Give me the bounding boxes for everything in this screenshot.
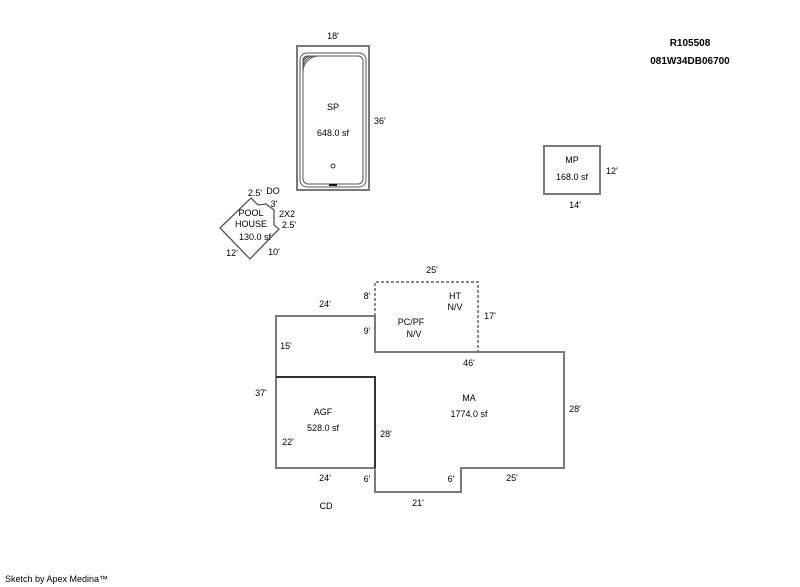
- ht-dim-top: 25': [426, 265, 438, 275]
- pool-drain-icon: [330, 163, 336, 169]
- ht-outline: [374, 281, 479, 352]
- mp-area-value: 168.0 sf: [556, 172, 589, 182]
- ma-dim-right: 28': [569, 404, 581, 414]
- sp-outline: [296, 45, 370, 191]
- pool-house-label-1: POOL: [238, 208, 263, 218]
- sp-label: SP: [327, 102, 339, 112]
- pool-house-label-2: HOUSE: [235, 219, 267, 229]
- agf-dim-left: 22': [282, 437, 294, 447]
- mp-dim-right: 12': [606, 166, 618, 176]
- agf-area-value: 528.0 sf: [307, 423, 340, 433]
- sp-area-value: 648.0 sf: [317, 128, 350, 138]
- cd-label: CD: [320, 501, 333, 511]
- mp-dim-bottom: 14': [569, 200, 581, 210]
- ma-label: MA: [462, 393, 476, 403]
- ht-dim-left: 8': [364, 291, 371, 301]
- agf-label: AGF: [314, 407, 333, 417]
- sp-dim-right: 36': [374, 116, 386, 126]
- pool-house-dim-bottom-right: 10': [268, 247, 280, 257]
- pc-pf-value: N/V: [406, 329, 421, 339]
- ma-dim-left-step: 6': [364, 474, 371, 484]
- ma-dim-step: 6': [448, 474, 455, 484]
- pool-house-dim-notch: 2X2: [279, 209, 295, 219]
- ma-dim-bottom-right: 25': [506, 473, 518, 483]
- ma-area-value: 1774.0 sf: [450, 409, 488, 419]
- pc-pf-label: PC/PF: [398, 317, 425, 327]
- pc-pf-dim-left: 9': [364, 326, 371, 336]
- main-outline: [275, 315, 565, 493]
- pool-house-dim-top-left: 2.5': [248, 188, 263, 198]
- pool-house-outline: [219, 197, 280, 260]
- ht-value: N/V: [447, 302, 462, 312]
- pool-steps-icon: [302, 55, 320, 73]
- ma-dim-left: 28': [380, 429, 392, 439]
- ma-dim-bottom: 21': [412, 498, 424, 508]
- mp-area: MP 168.0 sf 12' 14': [543, 145, 618, 210]
- pool-house-area-value: 130.0 sf: [239, 232, 272, 242]
- main-dim-top: 24': [319, 299, 331, 309]
- pool-house-dim-top: 3': [271, 199, 278, 209]
- ma-dim-top: 46': [463, 358, 475, 368]
- mp-label: MP: [565, 155, 579, 165]
- sp-pool-edge-outer: [299, 52, 367, 188]
- pool-house-dim-right: 2.5': [282, 220, 297, 230]
- pool-skimmer-icon: [329, 184, 337, 186]
- sketch-credit: Sketch by Apex Medina™: [5, 574, 109, 584]
- main-house: 25' 8' 17' HT N/V PC/PF N/V 9' 24' 15' 3…: [255, 265, 581, 511]
- pool-house-dim-bottom-left: 12': [226, 248, 238, 258]
- agf-outline: [276, 376, 376, 468]
- sp-area: 18' 36' SP 648.0 sf: [296, 31, 386, 191]
- ht-dim-right: 17': [484, 311, 496, 321]
- main-dim-upper-left: 15': [280, 341, 292, 351]
- agf-dim-bottom: 24': [319, 473, 331, 483]
- pool-house-area: 2.5' DO 3' 2X2 2.5' POOL HOUSE 130.0 sf …: [219, 186, 297, 260]
- sp-pool-edge-inner: [302, 55, 364, 185]
- mp-outline: [543, 145, 601, 195]
- map-number: 081W34DB06700: [650, 56, 730, 67]
- sp-dim-top: 18': [327, 31, 339, 41]
- pool-house-annotation: DO: [266, 186, 280, 196]
- parcel-id: R105508: [670, 38, 711, 49]
- main-dim-left: 37': [255, 388, 267, 398]
- ht-label: HT: [449, 291, 461, 301]
